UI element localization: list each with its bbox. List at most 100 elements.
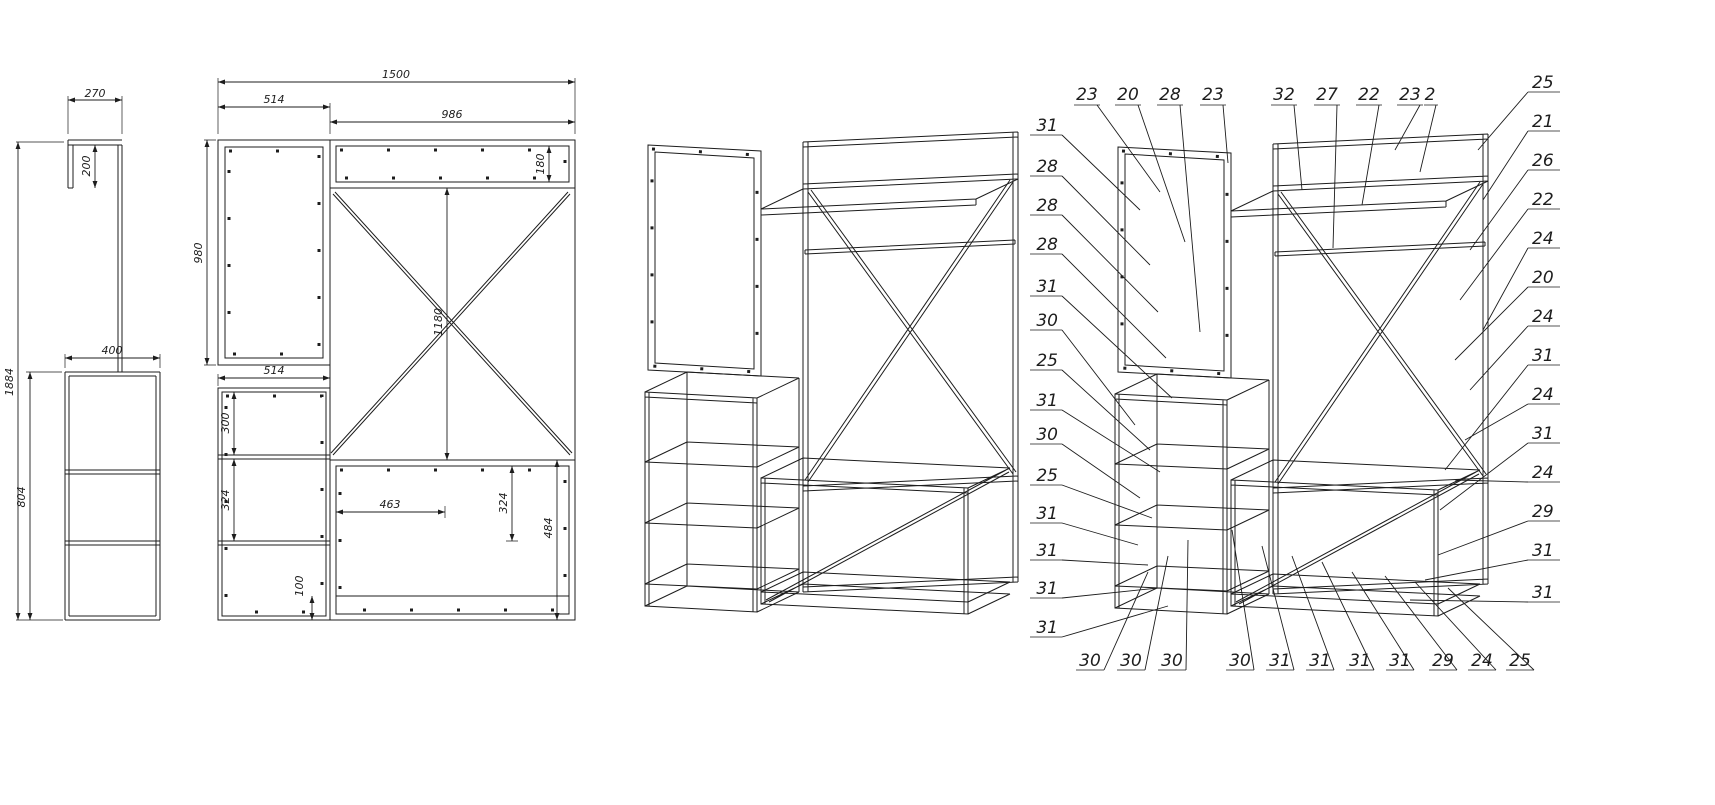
callout-top-6: 27 [1316,85,1338,105]
side-upright-profile [117,145,123,372]
callout-top-1: 23 [1076,85,1098,105]
callout-right-10: 31 [1532,424,1554,444]
callout-right-14: 31 [1532,583,1554,603]
callout-left-13: 31 [1036,579,1058,599]
callout-left-8: 31 [1036,391,1058,411]
callout-top-4: 23 [1202,85,1224,105]
front-dim-cabinet-top-gap: 300 [219,413,232,434]
callout-leaders-bottom [1103,529,1535,671]
iso-mirror-frame [647,144,762,377]
callout-right-1: 25 [1532,73,1554,93]
callout-left-12: 31 [1036,541,1058,561]
callout-left-14: 31 [1036,618,1058,638]
front-dim-mirror-height: 980 [192,243,205,264]
front-view: 1500 514 986 180 980 1180 514 300 324 46… [192,68,576,621]
callout-top-2: 20 [1117,85,1139,105]
side-dim-top-drop: 200 [80,156,93,177]
callout-right-4: 22 [1532,190,1554,210]
front-dim-bench-shelf-gap: 324 [497,493,510,514]
mirror-frame-outer [217,139,331,366]
side-view: 270 200 1884 400 804 [3,87,161,621]
callout-bottom-9: 29 [1432,651,1454,671]
callout-right-8: 31 [1532,346,1554,366]
bench-inner [335,465,570,615]
callout-top-7: 22 [1358,85,1380,105]
front-dim-bench-height: 484 [542,518,555,539]
callout-top-5: 32 [1273,85,1295,105]
callout-leaders-left [1061,134,1173,638]
callout-bottom-8: 31 [1389,651,1411,671]
callout-right-11: 24 [1532,463,1554,483]
top-shelf-clip-marks [338,148,567,180]
front-dim-right-width: 986 [442,108,463,121]
iso-back-frame [802,131,1019,593]
bench-clip-marks [338,468,567,612]
mirror-clip-marks [227,149,321,356]
front-dim-mirror-width: 514 [264,93,285,106]
callout-left-11: 31 [1036,504,1058,524]
callout-bottom-1: 30 [1079,651,1101,671]
callout-top-3: 28 [1159,85,1181,105]
cabinet-outer [217,387,331,621]
callout-right-9: 24 [1532,385,1554,405]
callout-shelf-lines-right [1528,91,1560,603]
callout-leaders-top [1096,104,1437,333]
side-dim-cabinet-depth: 400 [102,344,123,357]
callout-right-12: 29 [1532,502,1554,522]
front-dim-panel-height: 1180 [432,308,445,336]
side-extension-lines [16,96,161,621]
front-dim-cabinet-width: 514 [264,364,285,377]
callout-bottom-3: 30 [1161,651,1183,671]
iso-view-annotated: 23 20 28 23 32 27 22 23 2 31 28 28 28 31… [1030,73,1560,671]
callout-right-7: 24 [1532,307,1554,327]
iso-shoe-rack [644,371,800,613]
cabinet-inner [221,391,327,617]
callout-left-2: 28 [1036,157,1058,177]
front-dim-plinth-height: 100 [293,576,306,597]
callout-left-1: 31 [1036,116,1058,136]
callout-bottom-2: 30 [1120,651,1142,671]
callout-left-4: 28 [1036,235,1058,255]
callout-right-3: 26 [1532,151,1554,171]
front-dim-bench-inner-width: 463 [380,498,401,511]
front-dim-shelf-height: 180 [534,154,547,175]
callout-left-10: 25 [1036,466,1058,486]
iso-top-shelf [760,178,1019,216]
front-dim-total-width: 1500 [382,68,410,81]
callout-left-3: 28 [1036,196,1058,216]
iso-annotated-drawing [1113,132,1490,618]
callout-bottom-10: 24 [1471,651,1493,671]
cross-panel-braces [330,191,573,456]
front-dim-cabinet-shelf-gap: 324 [219,490,232,511]
callout-left-9: 30 [1036,425,1058,445]
iso-mirror-clip-marks [650,147,759,374]
callout-right-6: 20 [1532,268,1554,288]
callout-left-5: 31 [1036,277,1058,297]
callout-right-2: 21 [1532,112,1554,132]
cabinet-clip-marks [224,394,324,614]
side-dim-top-width: 270 [85,87,106,100]
callout-bottom-11: 25 [1509,651,1531,671]
callout-leaders-right [1409,91,1529,603]
top-shelf-strip-inner [335,145,570,183]
callout-right-13: 31 [1532,541,1554,561]
callout-bottom-5: 31 [1269,651,1291,671]
callout-top-9: 2 [1425,85,1436,105]
callout-shelf-lines-left [1030,134,1062,638]
callout-left-7: 25 [1036,351,1058,371]
callout-bottom-6: 31 [1309,651,1331,671]
mirror-frame-inner [224,146,324,359]
callout-left-6: 30 [1036,311,1058,331]
callout-bottom-7: 31 [1349,651,1371,671]
bench-outer [329,459,576,621]
iso-hanger-rod [804,239,1016,255]
callout-right-5: 24 [1532,229,1554,249]
callout-bottom-4: 30 [1229,651,1251,671]
side-cabinet-profile [64,371,161,621]
iso-bench [760,457,1011,615]
side-dim-cabinet-height: 804 [15,487,28,508]
cabinet-shelves [218,454,330,546]
callout-top-8: 23 [1399,85,1421,105]
